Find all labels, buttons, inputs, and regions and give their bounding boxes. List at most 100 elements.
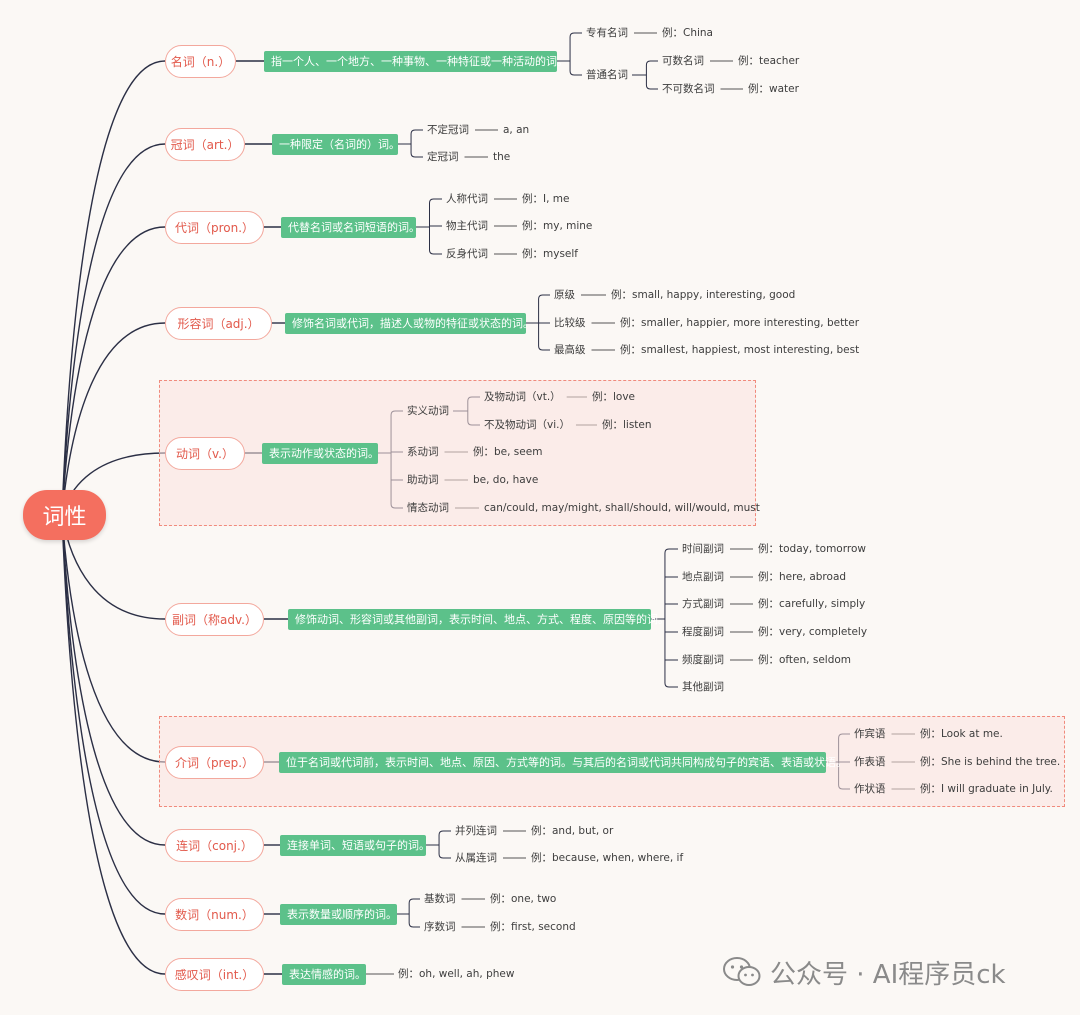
branch-label: 其他副词	[682, 681, 724, 693]
connector-curve	[429, 198, 442, 204]
branch-label: 作表语	[854, 756, 886, 768]
example-text: 例：myself	[522, 248, 578, 260]
category-node[interactable]: 感叹词（int.）	[165, 957, 264, 991]
example-text: 例：here, abroad	[758, 571, 847, 583]
branch-label: 情态动词	[407, 502, 449, 514]
definition-box: 代替名词或名词短语的词。	[281, 216, 420, 238]
category-node[interactable]: 副词（称adv.）	[165, 602, 264, 636]
connector-curve	[429, 249, 442, 255]
branch-label: 人称代词	[446, 193, 488, 205]
example-text: 例：teacher	[738, 55, 800, 67]
example-text: 例：I, me	[522, 193, 570, 205]
example-text: 例：one, two	[490, 893, 557, 905]
example-text: 例：my, mine	[522, 220, 593, 232]
branch-label: 不可数名词	[662, 83, 715, 95]
branch-label: 程度副词	[682, 626, 724, 638]
branch-label: 及物动词（vt.）	[484, 391, 561, 403]
connector-curve	[438, 853, 451, 859]
connector-curve	[61, 514, 166, 975]
branch-label: 实义动词	[407, 405, 449, 417]
connector-curve	[61, 514, 166, 915]
connector-curve	[645, 60, 658, 66]
connector-curve	[408, 922, 420, 928]
example-text: 例：small, happy, interesting, good	[611, 289, 796, 301]
category-node[interactable]: 形容词（adj.）	[165, 306, 272, 340]
branch-label: 反身代词	[446, 248, 488, 260]
connector-curve	[61, 143, 166, 516]
branch-label: 专有名词	[586, 27, 628, 39]
example-text: 例：often, seldom	[758, 654, 852, 666]
category-node[interactable]: 连词（conj.）	[165, 828, 264, 862]
example-text: 例：China	[662, 27, 713, 39]
branch-label: 作状语	[854, 783, 886, 795]
highlight-box-verb	[159, 380, 756, 526]
example-text: 例：oh, well, ah, phew	[398, 968, 515, 980]
branch-label: 系动词	[407, 446, 439, 458]
example-text: 例：very, completely	[758, 626, 868, 638]
branch-label: 可数名词	[662, 55, 704, 67]
watermark-text: 公众号 · AI程序员ck	[770, 959, 1006, 990]
category-node[interactable]: 数词（num.）	[165, 897, 264, 931]
definition-box: 表示数量或顺序的词。	[280, 903, 397, 925]
definition-box: 位于名词或代词前，表示时间、地点、原因、方式等的词。与其后的名词或代词共同构成句…	[279, 751, 847, 773]
connector-curve	[61, 514, 166, 846]
example-text: 例：because, when, where, if	[531, 852, 684, 864]
definition-box: 指一个人、一个地方、一种事物、一种特征或一种活动的词。	[264, 50, 568, 72]
definition-box: 表示动作或状态的词。	[262, 442, 379, 464]
branch-label: 并列连词	[455, 825, 497, 837]
category-node[interactable]: 介词（prep.）	[165, 745, 264, 779]
branch-label: 基数词	[424, 893, 456, 905]
connector-curve	[61, 226, 166, 516]
definition-box: 修饰动词、形容词或其他副词，表示时间、地点、方式、程度、原因等的词。	[288, 608, 669, 630]
example-text: 例：love	[592, 391, 636, 403]
definition-box: 表达情感的词。	[282, 963, 366, 985]
example-text: 例：carefully, simply	[758, 598, 866, 610]
category-node[interactable]: 代词（pron.）	[165, 210, 264, 244]
example-text: 例：water	[748, 83, 799, 95]
branch-label: 作宾语	[854, 728, 886, 740]
connector-curve	[408, 898, 420, 904]
branch-label: 不定冠词	[427, 124, 469, 136]
branch-label: 定冠词	[427, 151, 459, 163]
category-node[interactable]: 冠词（art.）	[165, 127, 245, 161]
branch-label: 比较级	[554, 317, 586, 329]
connector-curve	[569, 70, 582, 76]
branch-label: 时间副词	[682, 543, 724, 555]
example-text: 例：She is behind the tree.	[920, 756, 1061, 768]
branch-label: 助动词	[407, 474, 439, 486]
connector-curve	[664, 682, 678, 688]
branch-label: 频度副词	[682, 654, 724, 666]
root-node[interactable]: 词性	[23, 490, 106, 540]
branch-label: 普通名词	[586, 69, 628, 81]
connector-curve	[61, 60, 166, 516]
branch-label: 方式副词	[682, 598, 724, 610]
connector-curve	[664, 548, 678, 554]
connector-curve	[410, 129, 423, 135]
branch-label: 物主代词	[446, 220, 488, 232]
example-text: 例：and, but, or	[531, 825, 614, 837]
branch-label: 不及物动词（vi.）	[484, 419, 570, 431]
connector-curve	[569, 32, 582, 38]
definition-box: 一种限定（名词的）词。	[272, 133, 400, 155]
example-text: the	[493, 151, 511, 163]
connector-curve	[61, 322, 166, 516]
example-text: 例：smaller, happier, more interesting, be…	[620, 317, 860, 329]
connector-curve	[410, 152, 423, 158]
connector-curve	[438, 830, 451, 836]
category-node[interactable]: 名词（n.）	[165, 44, 236, 78]
connector-curve	[645, 84, 658, 90]
example-text: 例：Look at me.	[920, 728, 1003, 740]
definition-box: 修饰名词或代词，描述人或物的特征或状态的词。	[285, 312, 534, 334]
example-text: 例：today, tomorrow	[758, 543, 866, 555]
category-node[interactable]: 动词（v.）	[165, 436, 245, 470]
example-text: 例：smallest, happiest, most interesting, …	[620, 344, 860, 356]
branch-label: 最高级	[554, 344, 586, 356]
connector-curve	[538, 294, 550, 300]
wechat-icon	[723, 957, 761, 986]
branch-label: 从属连词	[455, 852, 497, 864]
example-text: 例：I will graduate in July.	[920, 783, 1053, 795]
branch-label: 序数词	[424, 921, 456, 933]
example-text: a, an	[503, 124, 530, 136]
example-text: 例：be, seem	[473, 446, 543, 458]
example-text: can/could, may/might, shall/should, will…	[484, 502, 760, 514]
